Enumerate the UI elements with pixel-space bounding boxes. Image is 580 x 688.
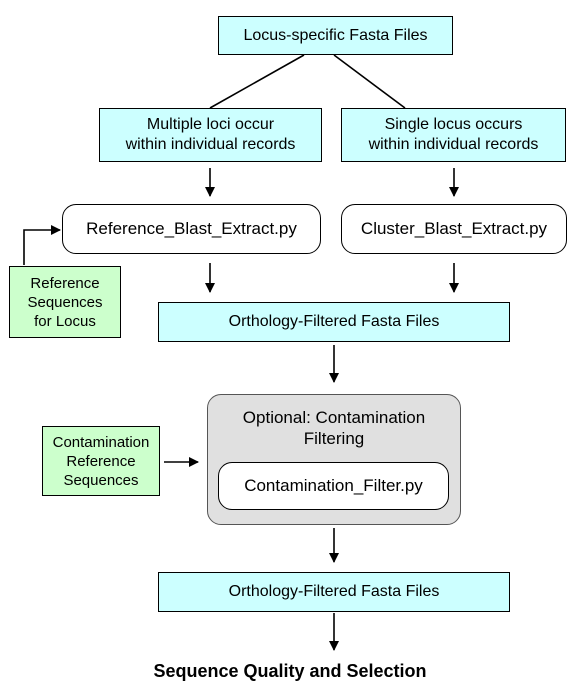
branch-line-left (209, 54, 305, 109)
arrow-reference-sequences-to-blast (23, 225, 61, 265)
reference-blast-extract-script: Reference_Blast_Extract.py (62, 204, 321, 254)
single-locus-box: Single locus occurs within individual re… (341, 108, 566, 162)
multiple-loci-box: Multiple loci occur within individual re… (99, 108, 322, 162)
contamination-filter-script: Contamination_Filter.py (218, 462, 449, 510)
orthology-filtered-fasta-files-box: Orthology-Filtered Fasta Files (158, 302, 510, 342)
orthology-filtered-fasta-files-final-box: Orthology-Filtered Fasta Files (158, 572, 510, 612)
branch-line-right (333, 54, 406, 109)
sequence-quality-and-selection-label: Sequence Quality and Selection (153, 661, 427, 681)
cluster-blast-extract-script: Cluster_Blast_Extract.py (341, 204, 567, 254)
contamination-group-title: Optional: Contamination Filtering (242, 408, 426, 448)
locus-specific-fasta-files-box: Locus-specific Fasta Files (218, 16, 453, 55)
contamination-reference-sequences-box: Contamination Reference Sequences (42, 426, 160, 496)
reference-sequences-for-locus-box: Reference Sequences for Locus (9, 266, 121, 338)
